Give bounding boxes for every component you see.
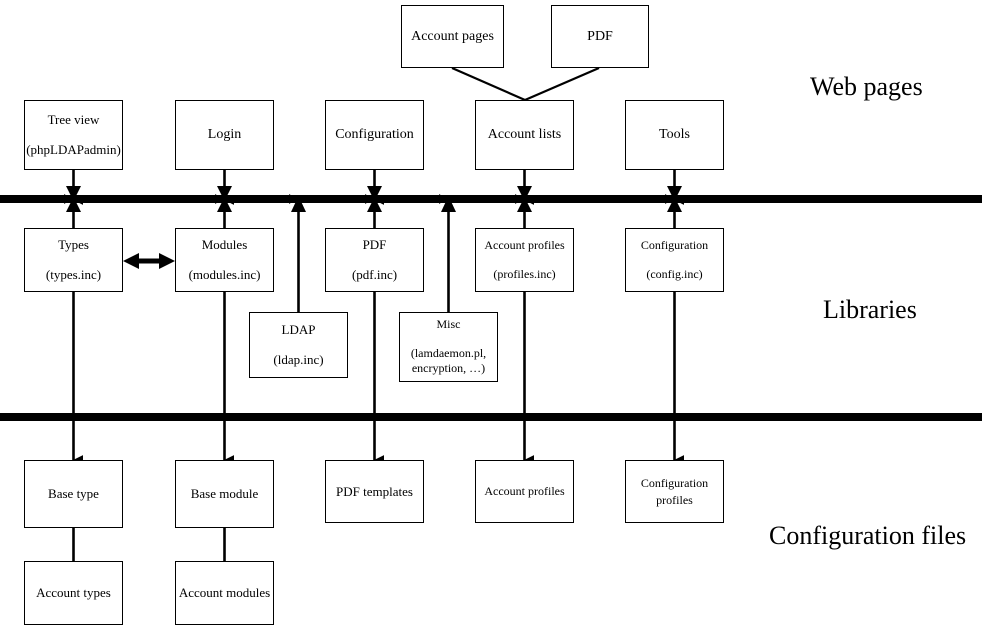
node-pdf-templates[interactable]: PDF templates xyxy=(325,460,424,523)
node-pdf-lib-sublabel: (pdf.inc) xyxy=(351,267,398,282)
node-modules-lib-sublabel: (modules.inc) xyxy=(188,267,261,282)
separator-bar-libraries-configfiles xyxy=(0,413,982,421)
node-modules-lib-label: Modules xyxy=(201,237,248,252)
node-config-lib-label: Configuration xyxy=(640,238,709,252)
node-tree-view-label: Tree view xyxy=(47,112,100,127)
node-tools[interactable]: Tools xyxy=(625,100,724,170)
link-pdfpage-to-accountlists xyxy=(524,66,600,102)
node-pdf-page[interactable]: PDF xyxy=(551,5,649,68)
node-account-profiles-files[interactable]: Account profiles xyxy=(475,460,574,523)
band-label-web-pages: Web pages xyxy=(810,72,923,101)
node-profiles-lib-label: Account profiles xyxy=(484,238,565,252)
arrowheads-into-bar1-up xyxy=(66,196,682,212)
band-label-libraries: Libraries xyxy=(823,295,917,324)
node-account-lists-label: Account lists xyxy=(487,127,562,142)
node-misc-lib-sublabel-2: encryption, …) xyxy=(411,361,486,375)
node-misc-lib-sublabel-1: (lamdaemon.pl, xyxy=(410,346,487,360)
node-types-lib-sublabel: (types.inc) xyxy=(45,267,102,282)
arrowheads-into-bar1-down xyxy=(66,186,682,201)
node-base-module[interactable]: Base module xyxy=(175,460,274,528)
node-account-profiles-files-label: Account profiles xyxy=(484,484,565,498)
node-ldap-lib[interactable]: LDAP (ldap.inc) xyxy=(249,312,348,378)
node-account-lists[interactable]: Account lists xyxy=(475,100,574,170)
node-pdf-templates-label: PDF templates xyxy=(336,483,413,499)
node-misc-lib-label: Misc xyxy=(436,317,461,331)
node-types-lib[interactable]: Types (types.inc) xyxy=(24,228,123,292)
node-account-types[interactable]: Account types xyxy=(24,561,123,625)
node-ldap-lib-label: LDAP xyxy=(281,322,316,337)
node-profiles-lib[interactable]: Account profiles (profiles.inc) xyxy=(475,228,574,292)
node-pdf-lib[interactable]: PDF (pdf.inc) xyxy=(325,228,424,292)
node-profiles-lib-sublabel: (profiles.inc) xyxy=(493,267,556,281)
node-configuration-page-label: Configuration xyxy=(335,127,414,142)
node-configuration-page[interactable]: Configuration xyxy=(325,100,424,170)
node-account-pages-label: Account pages xyxy=(411,28,494,44)
node-base-module-label: Base module xyxy=(190,486,259,501)
node-config-lib-sublabel: (config.inc) xyxy=(646,267,703,281)
link-types-modules-bidirectional xyxy=(123,253,175,269)
node-base-type-label: Base type xyxy=(48,486,99,501)
node-base-type[interactable]: Base type xyxy=(24,460,123,528)
node-account-modules-label: Account modules xyxy=(178,585,271,600)
node-login-label: Login xyxy=(207,127,242,142)
node-configuration-profiles-files[interactable]: Configuration profiles xyxy=(625,460,724,523)
separator-bar-webpages-libraries xyxy=(0,195,982,203)
node-configuration-profiles-files-sublabel: profiles xyxy=(656,492,693,507)
node-config-lib[interactable]: Configuration (config.inc) xyxy=(625,228,724,292)
node-account-modules[interactable]: Account modules xyxy=(175,561,274,625)
node-pdf-lib-label: PDF xyxy=(362,237,387,252)
band-label-configuration-files: Configuration files xyxy=(769,521,967,550)
node-ldap-lib-sublabel: (ldap.inc) xyxy=(273,352,324,367)
link-accountpages-to-accountlists xyxy=(451,66,526,102)
node-tree-view[interactable]: Tree view (phpLDAPadmin) xyxy=(24,100,123,170)
node-types-lib-label: Types xyxy=(58,237,89,252)
node-tree-view-sublabel: (phpLDAPadmin) xyxy=(26,142,121,157)
node-account-pages[interactable]: Account pages xyxy=(401,5,504,68)
node-configuration-profiles-files-label: Configuration xyxy=(640,475,709,490)
node-tools-label: Tools xyxy=(659,127,690,142)
node-misc-lib[interactable]: Misc (lamdaemon.pl, encryption, …) xyxy=(399,312,498,382)
node-pdf-page-label: PDF xyxy=(587,28,613,44)
node-account-types-label: Account types xyxy=(36,585,111,600)
node-modules-lib[interactable]: Modules (modules.inc) xyxy=(175,228,274,292)
node-login[interactable]: Login xyxy=(175,100,274,170)
